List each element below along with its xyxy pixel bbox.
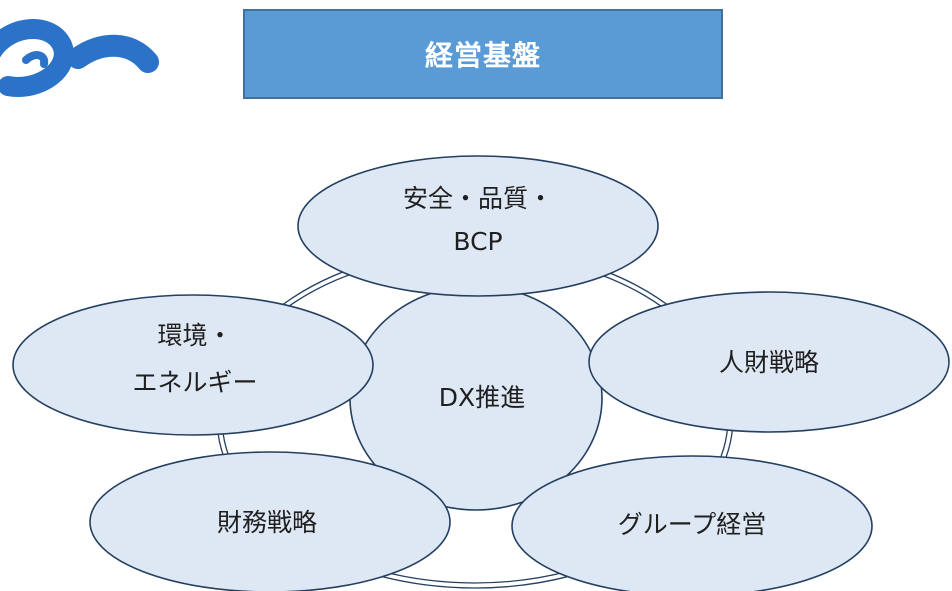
node-safety: 安全・品質・ BCP [297, 155, 659, 297]
node-environment: 環境・ エネルギー [12, 294, 374, 436]
node-hr: 人財戦略 [588, 291, 950, 433]
node-group-label: グループ経営 [618, 510, 767, 539]
brand-swoosh-icon [0, 19, 159, 97]
center-node-label: DX推進 [439, 383, 525, 412]
node-group: グループ経営 [511, 455, 873, 591]
center-node: DX推進 [349, 285, 603, 511]
title-banner: 経営基盤 [243, 9, 723, 99]
node-safety-label-line1: 安全・品質・ [403, 184, 553, 213]
page-title: 経営基盤 [424, 39, 541, 72]
node-environment-label-line2: エネルギー [132, 368, 257, 397]
node-environment-label-line1: 環境・ [157, 321, 232, 350]
node-finance-label: 財務戦略 [217, 508, 317, 537]
node-safety-label-line2: BCP [453, 227, 502, 256]
node-finance: 財務戦略 [89, 451, 451, 591]
node-hr-label: 人財戦略 [719, 348, 819, 377]
